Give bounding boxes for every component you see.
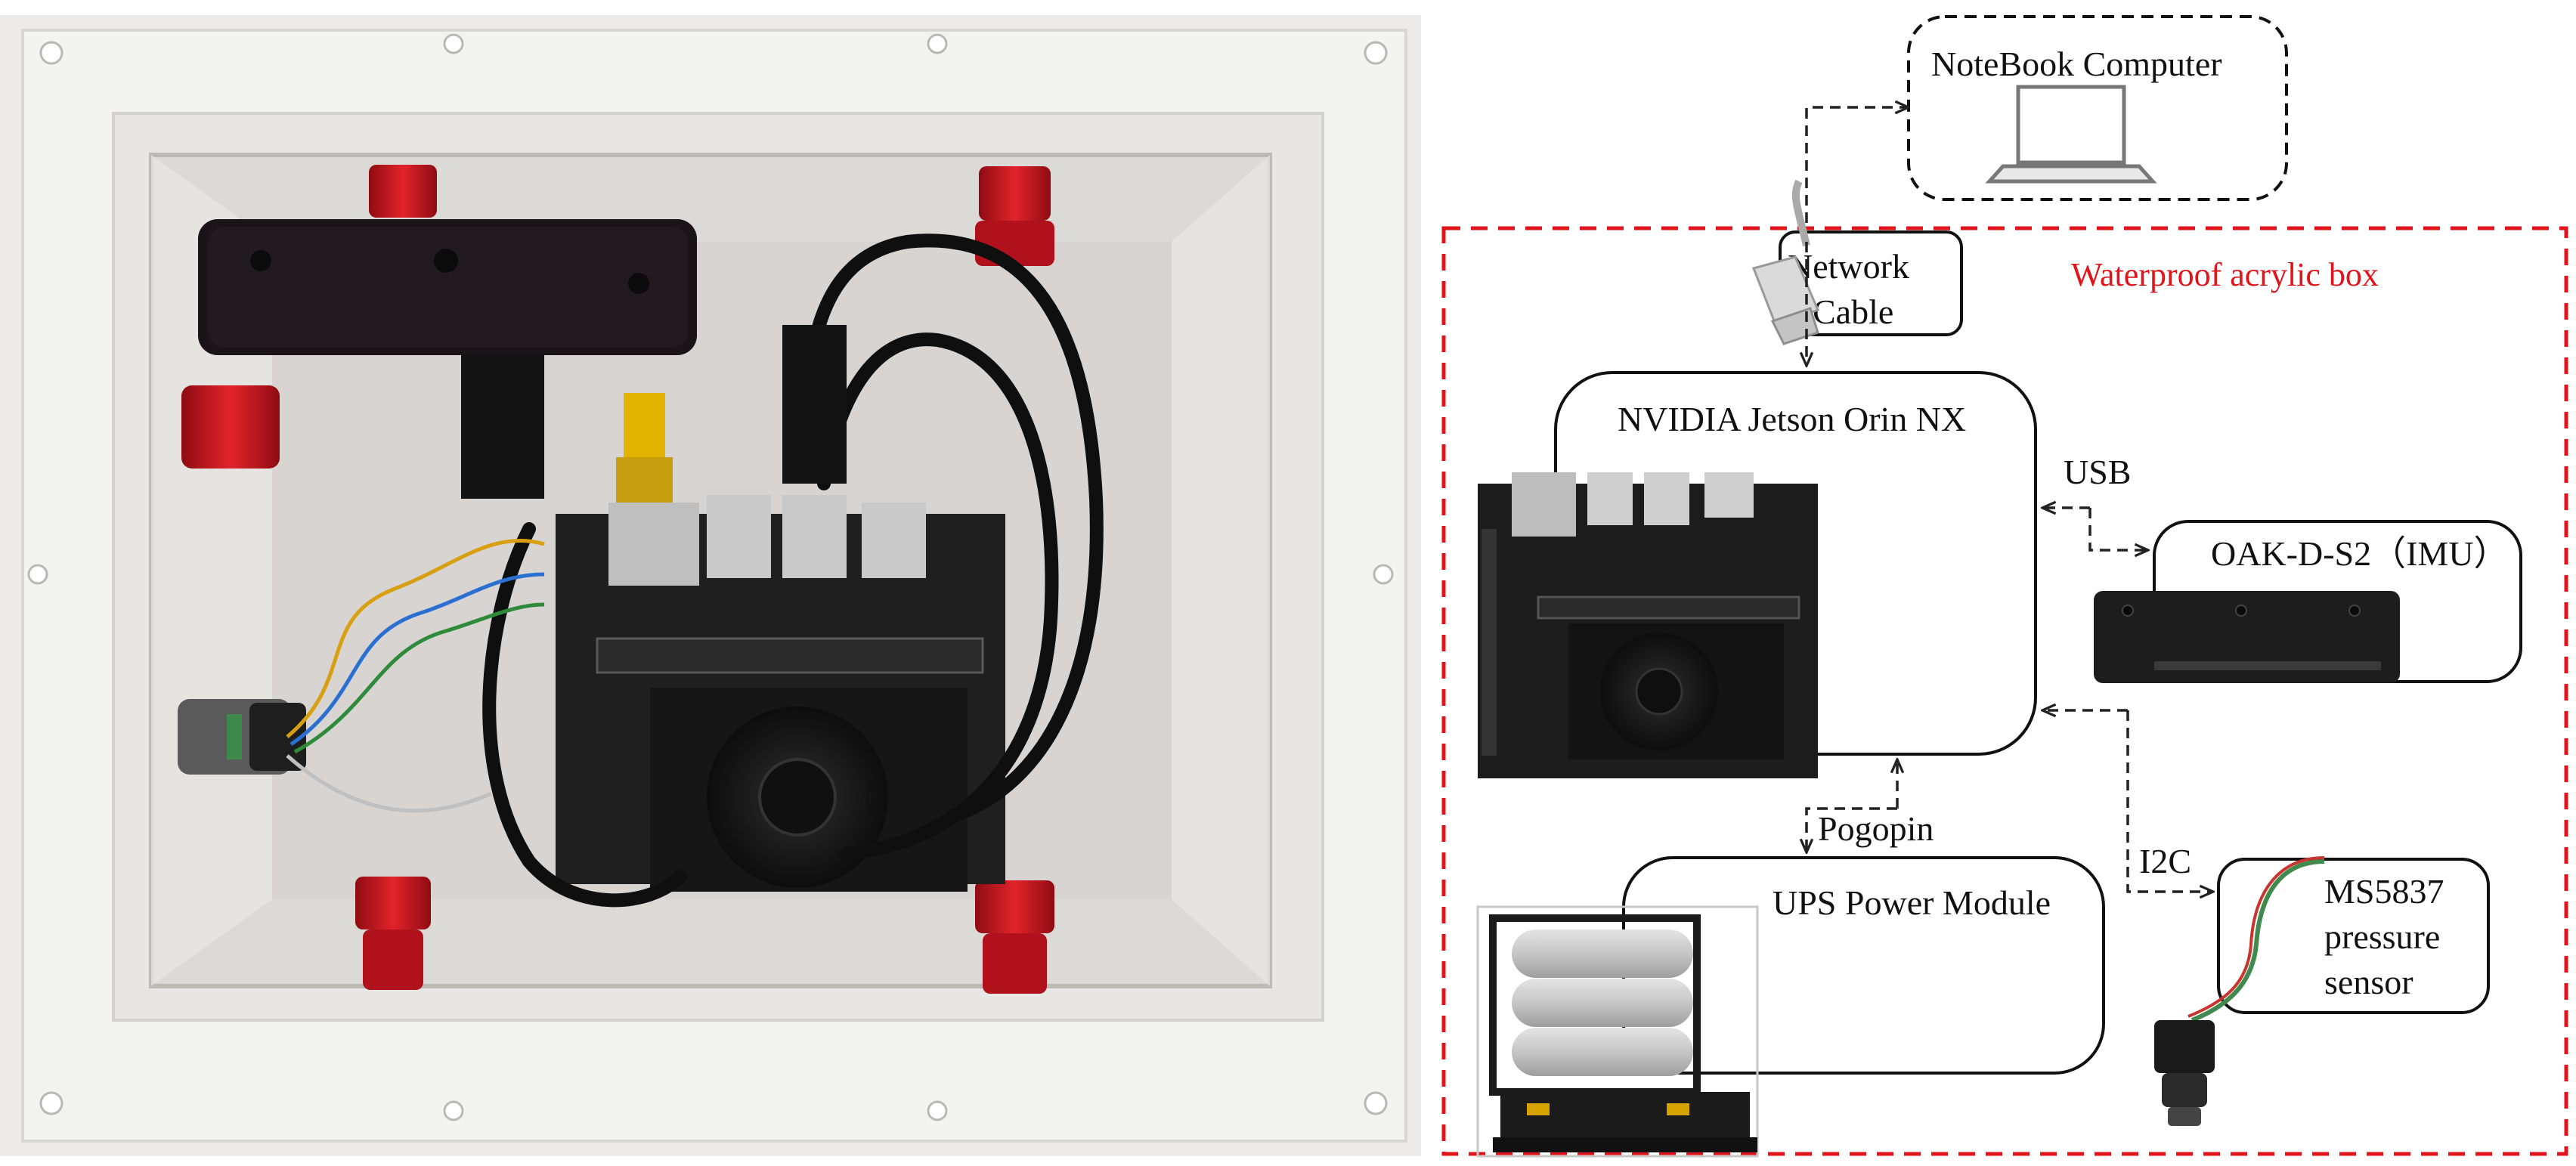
red-fittings (181, 165, 1054, 994)
pogopin-label: Pogopin (1818, 809, 1934, 848)
enclosure-label: Waterproof acrylic box (2071, 256, 2379, 293)
notebook-label: NoteBook Computer (1931, 45, 2222, 83)
ms5837-label-line3: sensor (2324, 963, 2413, 1001)
pogopin-connector-down (1807, 807, 1897, 852)
ups-label: UPS Power Module (1773, 883, 2051, 922)
network-connector (1805, 107, 1909, 223)
photo-cables (482, 234, 1104, 908)
connectors (1807, 107, 2213, 892)
jetson-label: NVIDIA Jetson Orin NX (1618, 400, 1966, 438)
photo-oak-camera (198, 219, 697, 499)
network-label-line1: Network (1788, 247, 1909, 286)
enclosure-photo (0, 15, 1421, 1156)
network-label-line2: Cable (1813, 292, 1893, 331)
usb-label: USB (2064, 453, 2131, 491)
enclosure-boundary: Waterproof acrylic box (1441, 226, 2568, 1156)
ups-battery-image (1476, 905, 1759, 1158)
pressure-sensor-image (2154, 856, 2325, 1126)
notebook-block: NoteBook Computer (1907, 15, 2288, 201)
photo-jetson-board (556, 495, 1005, 892)
usb-connector-to-oak (2088, 508, 2148, 550)
ms5837-label-line2: pressure (2324, 917, 2440, 956)
oak-camera-image (2094, 591, 2400, 683)
photo-network-plug (616, 393, 673, 503)
i2c-connector-to-sensor (2126, 710, 2213, 892)
network-cable-block: Network Cable (1751, 179, 1963, 345)
ms5837-block: MS5837 pressure sensor (2154, 856, 2490, 1126)
frame-bolts (27, 33, 1394, 1121)
oak-camera-block: OAK-D-S2（IMU） (2094, 520, 2522, 683)
photo-sensor-wires (286, 539, 545, 813)
oak-label: OAK-D-S2（IMU） (2211, 534, 2509, 573)
pressure-sensor-fitting (178, 699, 306, 775)
ups-block: UPS Power Module (1476, 856, 2105, 1158)
jetson-board-image (1478, 472, 1818, 778)
ms5837-label-line1: MS5837 (2324, 872, 2444, 911)
jetson-block: NVIDIA Jetson Orin NX (1478, 371, 2037, 778)
laptop-icon (1985, 85, 2157, 184)
i2c-label: I2C (2139, 842, 2191, 880)
